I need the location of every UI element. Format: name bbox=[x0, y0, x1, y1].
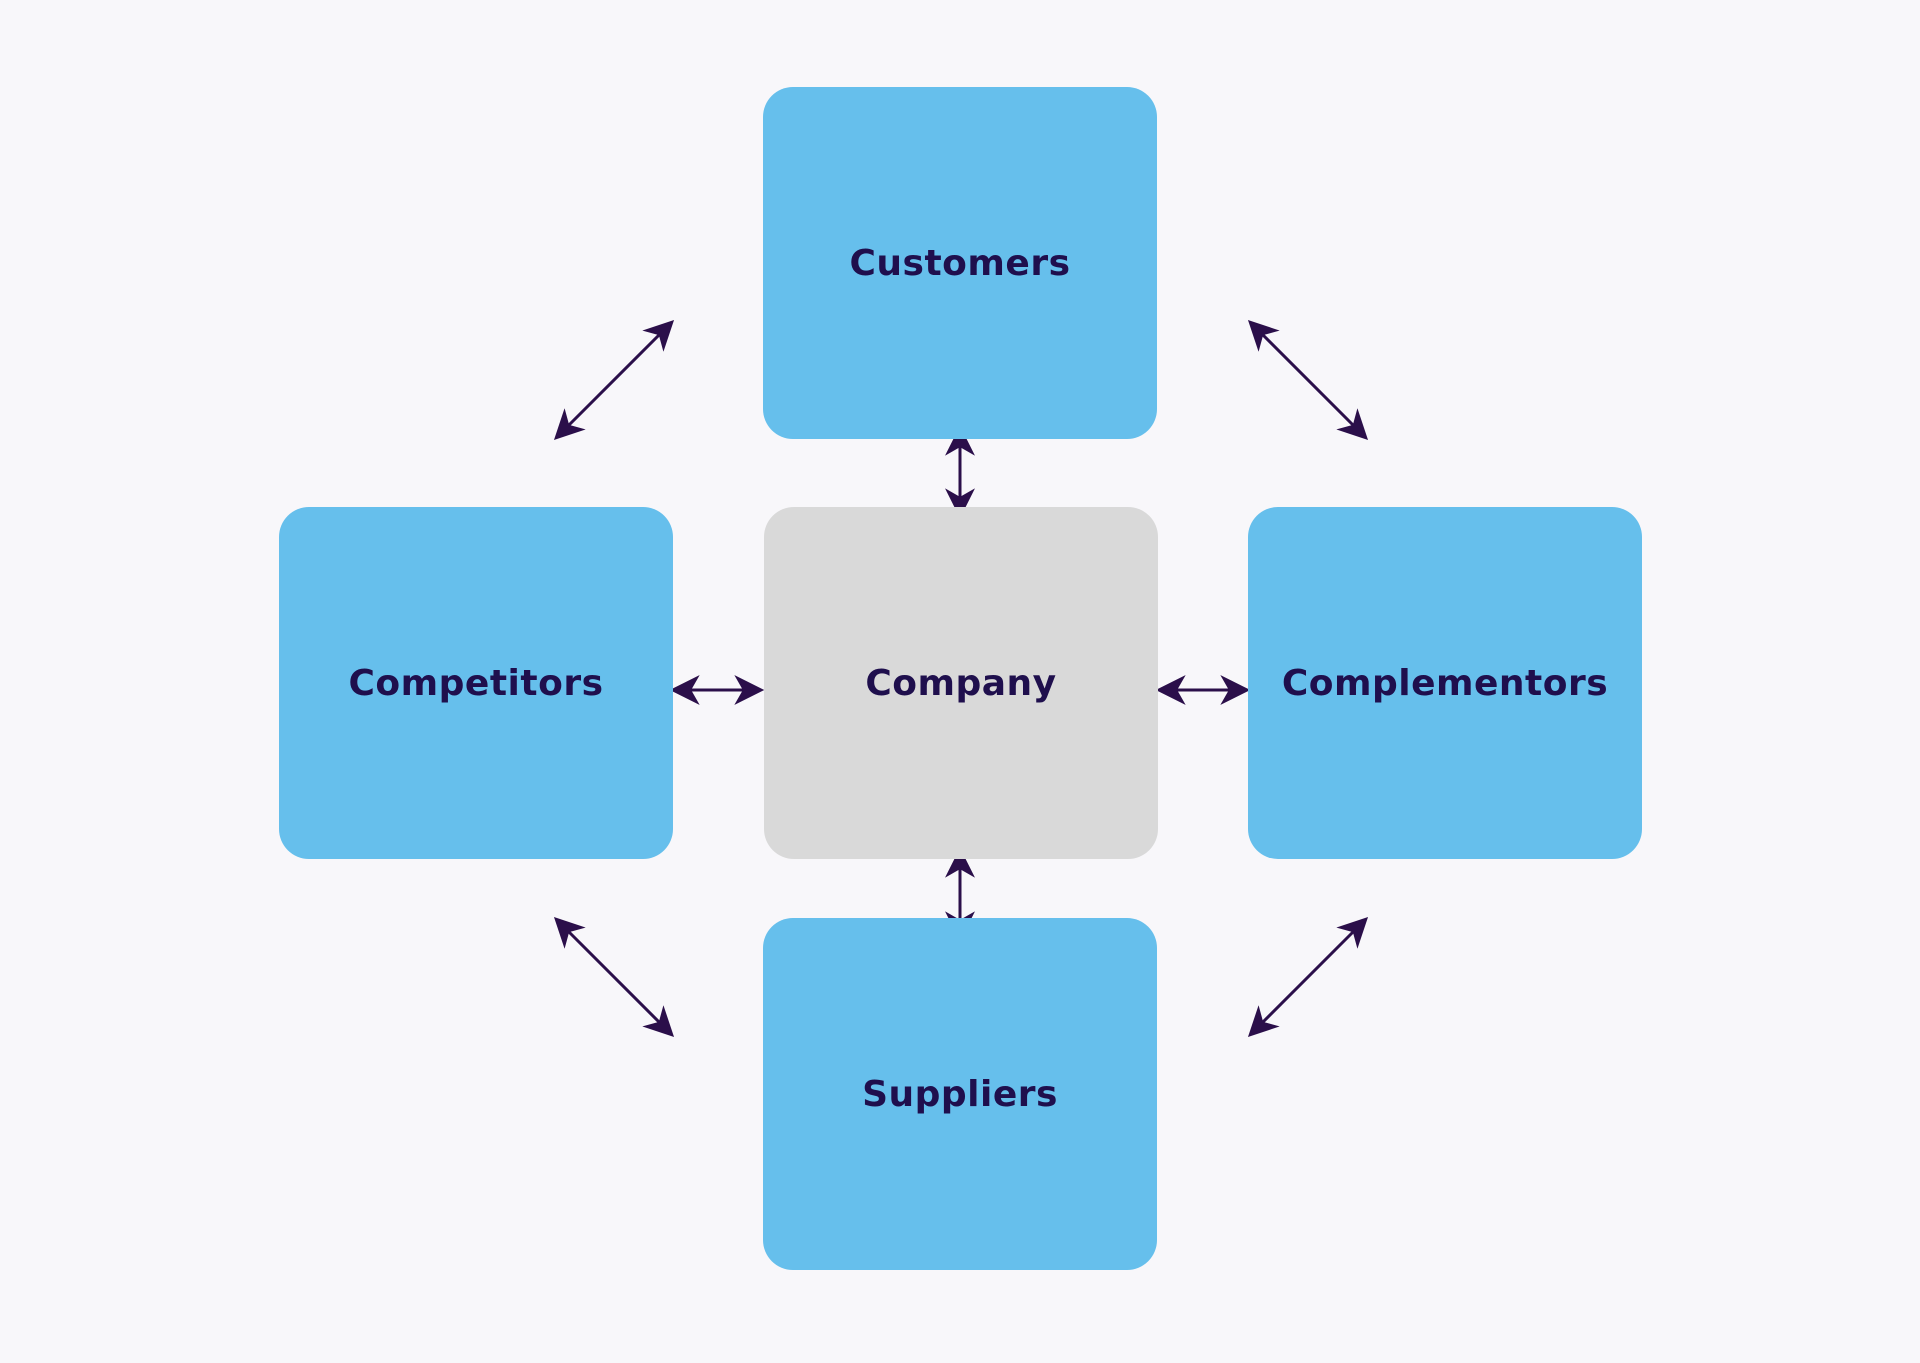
arrow-competitors-suppliers bbox=[553, 916, 675, 1038]
competitors-label: Competitors bbox=[348, 662, 604, 704]
arrow-competitors-customers bbox=[553, 319, 675, 441]
suppliers-label: Suppliers bbox=[862, 1073, 1058, 1115]
arrow-customers-complementors bbox=[1247, 319, 1369, 441]
suppliers-node: Suppliers bbox=[763, 918, 1157, 1270]
complementors-node: Complementors bbox=[1248, 507, 1642, 859]
arrow-suppliers-complementors bbox=[1247, 916, 1369, 1038]
customers-node: Customers bbox=[763, 87, 1157, 439]
competitors-node: Competitors bbox=[279, 507, 673, 859]
company-node: Company bbox=[764, 507, 1158, 859]
complementors-label: Complementors bbox=[1281, 662, 1609, 704]
customers-label: Customers bbox=[849, 242, 1071, 284]
company-label: Company bbox=[865, 662, 1057, 704]
